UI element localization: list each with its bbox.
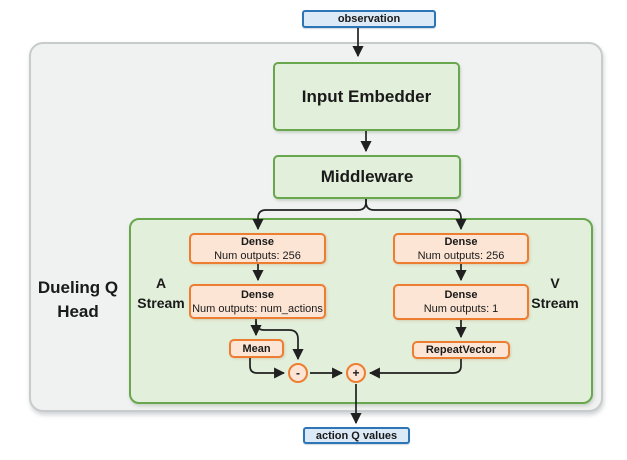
add-operator-label: + bbox=[352, 366, 360, 380]
v-stream-dense1-subtitle: Num outputs: 256 bbox=[417, 249, 505, 262]
mean-node-label: Mean bbox=[242, 342, 271, 355]
repeat-vector-node-label: RepeatVector bbox=[425, 344, 497, 356]
observation-node: observation bbox=[302, 10, 436, 28]
dueling-q-head-label: Dueling Q Head bbox=[26, 276, 130, 324]
a-stream-label-line2: Stream bbox=[137, 295, 185, 311]
v-stream-label: V Stream bbox=[526, 273, 584, 313]
v-stream-label-line2: Stream bbox=[531, 295, 579, 311]
a-stream-dense2-title: Dense bbox=[240, 288, 275, 301]
v-stream-dense1-node: Dense Num outputs: 256 bbox=[393, 233, 529, 264]
input-embedder-node-label: Input Embedder bbox=[301, 86, 432, 106]
repeat-vector-node: RepeatVector bbox=[412, 341, 510, 359]
dueling-q-head-label-line1: Dueling Q bbox=[37, 278, 119, 297]
input-embedder-node: Input Embedder bbox=[273, 62, 460, 131]
a-stream-dense1-title: Dense bbox=[240, 235, 275, 248]
a-stream-dense2-node: Dense Num outputs: num_actions bbox=[189, 284, 326, 319]
observation-node-label: observation bbox=[337, 13, 401, 25]
v-stream-dense2-title: Dense bbox=[444, 289, 478, 301]
v-stream-label-line1: V bbox=[550, 275, 560, 291]
a-stream-dense1-node: Dense Num outputs: 256 bbox=[189, 233, 326, 264]
subtract-operator-node: - bbox=[288, 363, 308, 383]
a-stream-label: A Stream bbox=[132, 273, 190, 313]
middleware-node: Middleware bbox=[273, 155, 461, 199]
action-q-values-node: action Q values bbox=[303, 427, 410, 444]
v-stream-dense1-title: Dense bbox=[444, 235, 478, 248]
a-stream-dense1-subtitle: Num outputs: 256 bbox=[214, 249, 301, 262]
dueling-q-head-label-line2: Head bbox=[57, 302, 99, 321]
action-q-values-node-label: action Q values bbox=[315, 429, 398, 442]
middleware-node-label: Middleware bbox=[320, 167, 414, 186]
a-stream-label-line1: A bbox=[155, 275, 167, 291]
a-stream-dense2-subtitle: Num outputs: num_actions bbox=[192, 302, 323, 315]
v-stream-dense2-subtitle: Num outputs: 1 bbox=[423, 303, 499, 315]
v-stream-dense2-node: Dense Num outputs: 1 bbox=[393, 284, 529, 320]
add-operator-node: + bbox=[346, 363, 366, 383]
subtract-operator-label: - bbox=[296, 366, 300, 380]
mean-node: Mean bbox=[229, 339, 284, 358]
